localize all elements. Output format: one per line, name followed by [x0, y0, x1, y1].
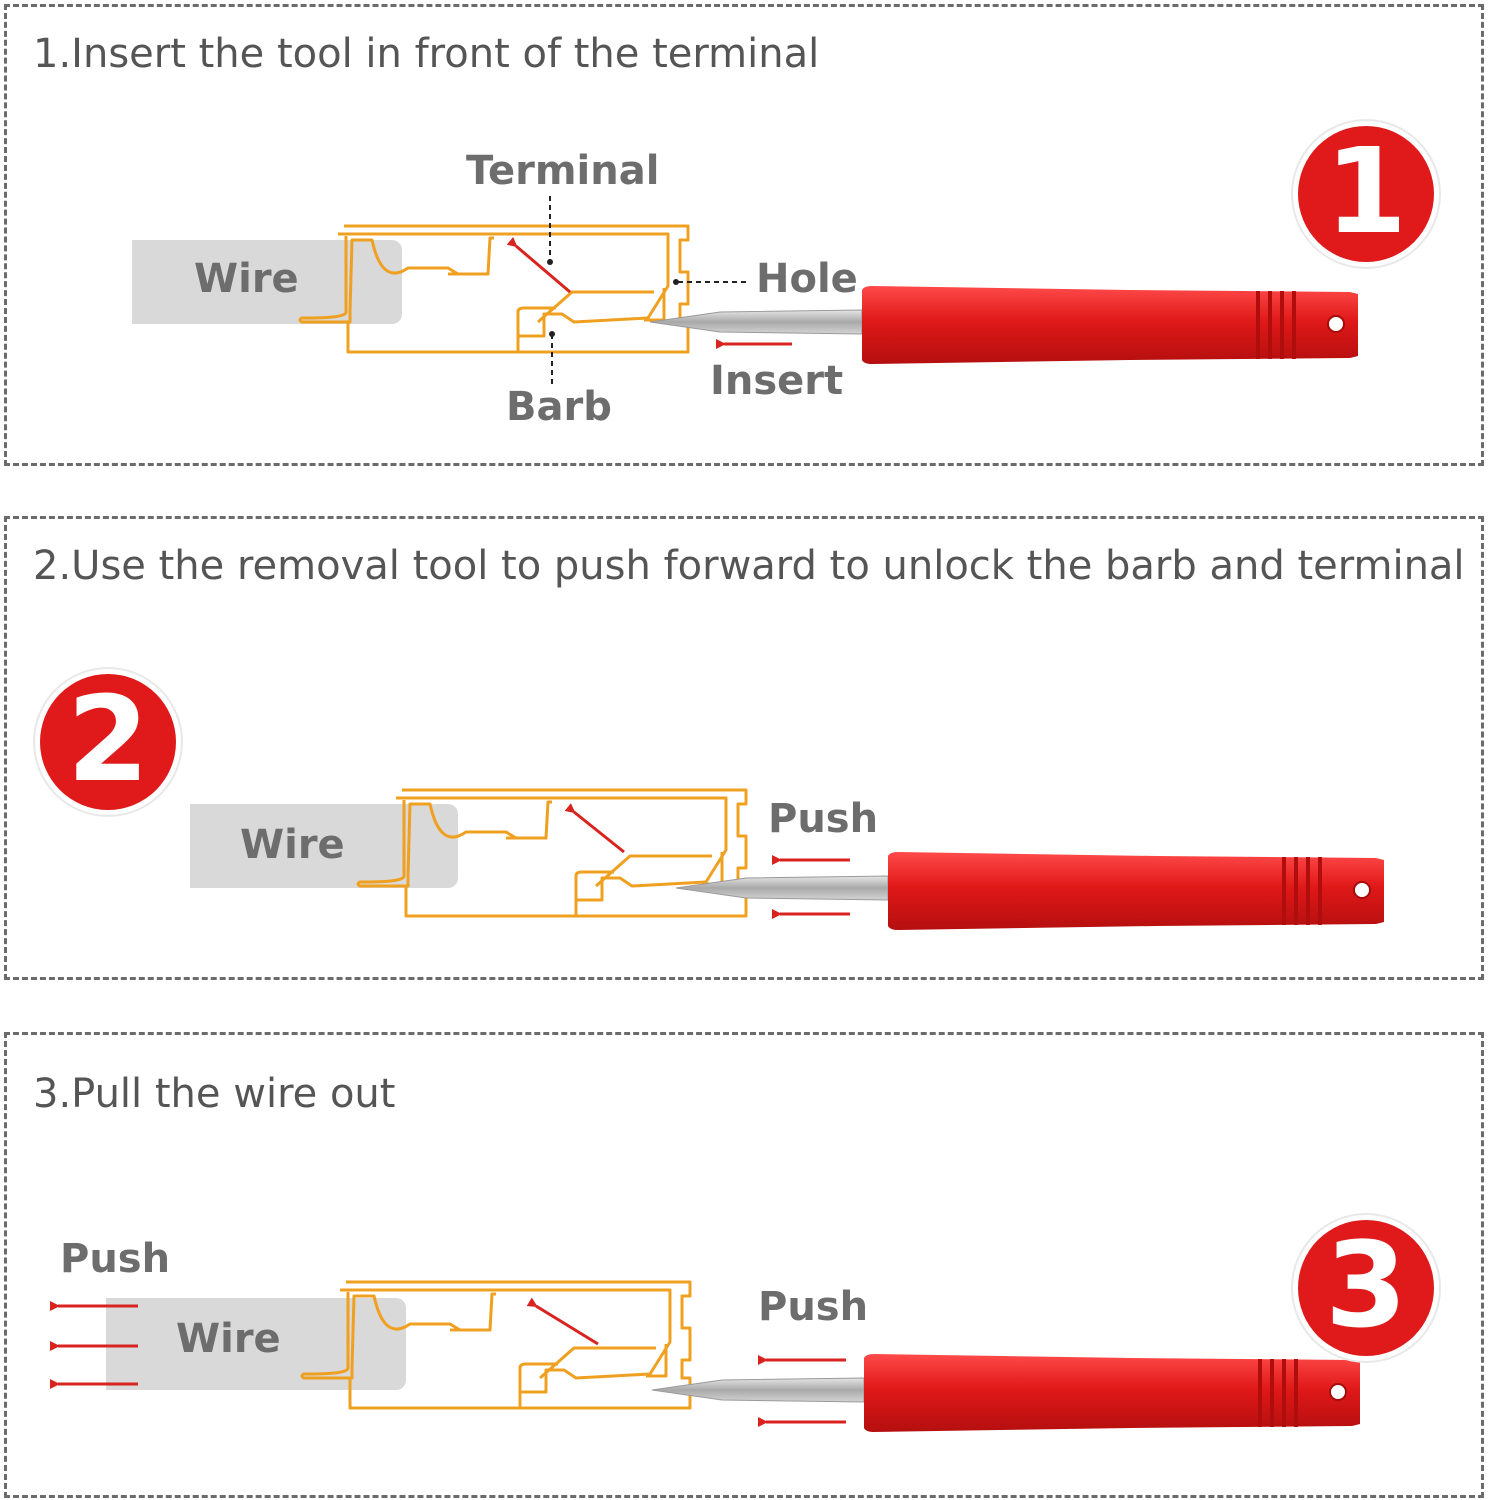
removal-tool-2 [675, 851, 1385, 931]
terminal-label: Terminal [466, 148, 660, 194]
step-badge-1: 1 [1298, 126, 1434, 262]
wire-label-3: Wire [176, 1316, 281, 1362]
wire-label-2: Wire [240, 822, 345, 868]
hole-label: Hole [756, 256, 858, 302]
step-badge-1-number: 1 [1324, 122, 1408, 260]
step-badge-3-number: 3 [1324, 1216, 1408, 1354]
terminal-arrow-1 [506, 237, 571, 294]
push-label-2: Push [768, 796, 879, 842]
wire-label-1: Wire [194, 256, 299, 302]
step-1-panel: 1.Insert the tool in front of the termin… [4, 4, 1484, 466]
push-label-3-right: Push [758, 1284, 869, 1330]
terminal-arrow-2 [564, 803, 625, 854]
insert-label: Insert [710, 358, 844, 404]
step-1-title: 1.Insert the tool in front of the termin… [33, 31, 820, 77]
removal-tool-3 [651, 1353, 1361, 1433]
step-badge-3: 3 [1298, 1220, 1434, 1356]
step-badge-2-number: 2 [66, 670, 150, 808]
step-2-title: 2.Use the removal tool to push forward t… [33, 543, 1465, 589]
step-badge-2: 2 [40, 674, 176, 810]
terminal-arrow-3 [526, 1297, 599, 1346]
push-label-3-left: Push [60, 1236, 171, 1282]
barb-label: Barb [506, 384, 612, 430]
step-3-title: 3.Pull the wire out [33, 1071, 396, 1117]
